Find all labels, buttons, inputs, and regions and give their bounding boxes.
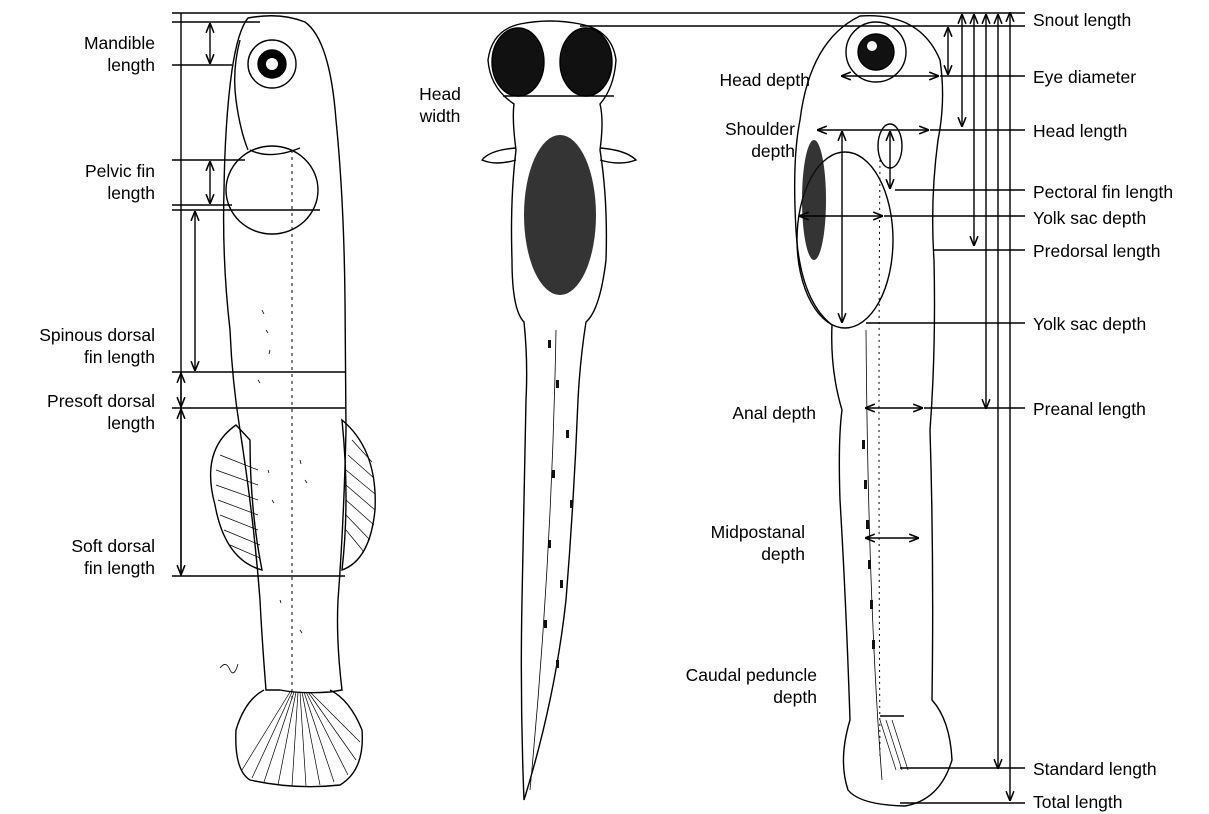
label-total-length: Total length: [1033, 791, 1123, 813]
larva-right-eye: [560, 28, 612, 96]
label-head-length: Head length: [1033, 120, 1127, 142]
label-eye-diameter: Eye diameter: [1033, 66, 1136, 88]
label-yolk-sac-depth-1: Yolk sac depth: [1033, 207, 1146, 229]
soft-dorsal-fin-left: [211, 425, 262, 570]
label-yolk-sac-depth-2: Yolk sac depth: [1033, 313, 1146, 335]
yolk-pigmentation: [524, 135, 596, 295]
label-anal-depth: Anal depth: [660, 402, 816, 424]
pelvic-fin: [226, 146, 318, 234]
label-preanal-length: Preanal length: [1033, 398, 1146, 420]
label-predorsal-length: Predorsal length: [1033, 240, 1160, 262]
label-standard-length: Standard length: [1033, 758, 1157, 780]
juvenile-body-outline: [224, 16, 346, 693]
soft-dorsal-fin-right: [342, 420, 375, 570]
label-head-depth: Head depth: [660, 69, 810, 91]
measurement-lines: [172, 13, 1025, 803]
lateral-larva-illustration: [795, 16, 952, 806]
larva-lateral-outline: [795, 16, 952, 806]
larva-left-eye: [492, 28, 544, 96]
dorsal-larva-illustration: [482, 21, 636, 800]
juvenile-fish-illustration: [211, 16, 376, 787]
label-pectoral-fin-length: Pectoral fin length: [1033, 181, 1173, 203]
label-snout-length: Snout length: [1033, 9, 1131, 31]
